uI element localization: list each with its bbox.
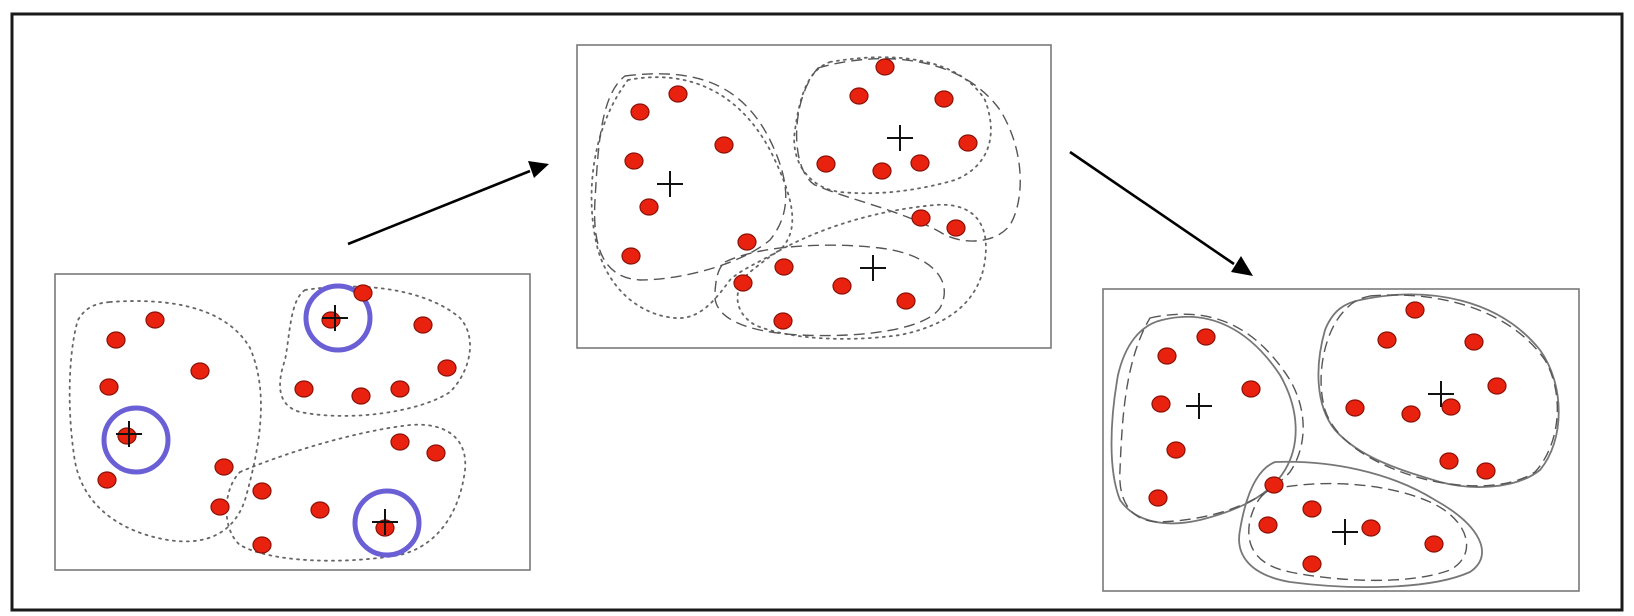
panel3-data-point-21 [1302,555,1322,573]
panel3-data-point-20 [1424,535,1444,553]
panel2-data-point-17 [733,274,753,292]
cluster-boundary-3a-solid [1110,315,1297,525]
panel3-data-point-12 [1401,405,1421,423]
panel1-centroid-plus-icon-1 [116,421,142,447]
cluster-boundary-2b-dotted [793,56,992,195]
panel3-data-point-19 [1361,519,1381,537]
panel2-centroid-plus-icon-3 [860,255,886,281]
panel1-centroid-plus-icon-2 [322,305,348,331]
panel3-data-point-18 [1258,516,1278,534]
panel2-data-point-10 [934,90,954,108]
panel1-centroid-plus-icon-3 [372,509,398,535]
panel3-data-point-16 [1264,476,1284,494]
cluster-boundary-3b-dashed [1320,294,1559,487]
panel2-data-point-14 [910,154,930,172]
cluster-boundary-1b [279,285,471,417]
seed-ring-2 [303,283,373,353]
panel3-data-point-5 [1166,441,1186,459]
panel2-data-point-7 [737,233,757,251]
panel2-data-point-21 [773,312,793,330]
panel3-data-point-2 [1157,347,1177,365]
cluster-boundary-2b-dashed [795,57,1021,242]
panel2-data-point-1 [668,85,688,103]
panel1-data-point-19 [310,501,330,519]
panel1-data-point-5 [117,427,137,445]
panel1-data-point-21 [252,536,272,554]
panel1-data-point-2 [106,331,126,349]
panel1-data-point-17 [426,444,446,462]
panel3-data-point-15 [1476,462,1496,480]
panel1-data-point-4 [99,378,119,396]
panel-3-border [1102,288,1580,592]
panel1-data-point-1 [145,311,165,329]
panel3-data-point-8 [1377,331,1397,349]
panel3-data-point-13 [1441,398,1461,416]
panel1-data-point-8 [210,498,230,516]
panel2-data-point-2 [630,103,650,121]
seed-ring-3 [352,488,422,558]
cluster-boundary-3c-dashed [1248,482,1468,582]
panel3-data-point-3 [1241,380,1261,398]
panel3-data-point-1 [1196,328,1216,346]
panel2-data-point-19 [832,277,852,295]
panel1-data-point-16 [390,433,410,451]
panel2-data-point-5 [639,198,659,216]
panel1-data-point-14 [351,387,371,405]
panel3-data-point-9 [1464,333,1484,351]
panel-2-border [576,44,1052,349]
panel2-data-point-16 [946,219,966,237]
arrow-right-down-icon [1069,150,1253,276]
cluster-boundary-3c-solid [1238,460,1483,588]
panel3-centroid-plus-icon-3 [1332,519,1358,545]
panel-converged [1102,288,1580,592]
panel2-data-point-20 [896,292,916,310]
panel3-data-point-14 [1439,452,1459,470]
panel2-data-point-11 [958,134,978,152]
panel2-data-point-9 [849,87,869,105]
panel1-data-point-15 [390,380,410,398]
panel1-data-point-10 [321,311,341,329]
panel2-data-point-3 [714,136,734,154]
panel3-data-point-4 [1151,395,1171,413]
panel1-data-point-6 [97,471,117,489]
panel3-centroid-plus-icon-2 [1428,381,1454,407]
cluster-boundary-3a-dashed [1119,313,1304,523]
panel1-data-point-3 [190,362,210,380]
panel2-centroid-plus-icon-2 [887,125,913,151]
cluster-boundary-3b-solid [1317,293,1560,488]
panel1-data-point-13 [294,380,314,398]
panel3-data-point-6 [1148,489,1168,507]
panel-iteration [576,44,1052,349]
panel3-data-point-11 [1345,399,1365,417]
panel1-data-point-12 [437,359,457,377]
panel3-data-point-17 [1302,500,1322,518]
cluster-boundary-2a-dotted [590,76,794,319]
panel2-data-point-13 [872,162,892,180]
panel1-data-point-11 [413,316,433,334]
panel1-data-point-7 [214,458,234,476]
panel2-data-point-8 [875,58,895,76]
cluster-boundary-2c-dashed [714,244,946,337]
panel2-data-point-18 [774,258,794,276]
panel2-data-point-6 [621,247,641,265]
panel-initial-seeds [54,273,531,571]
arrow-right-up-icon [347,161,549,246]
seed-ring-1 [101,405,171,475]
panel3-data-point-10 [1487,377,1507,395]
panel-1-border [54,273,531,571]
panel1-data-point-9 [353,284,373,302]
panel2-data-point-12 [816,155,836,173]
panel3-centroid-plus-icon-1 [1186,393,1212,419]
panel2-data-point-4 [624,152,644,170]
panel1-data-point-18 [252,482,272,500]
panel3-data-point-7 [1405,301,1425,319]
cluster-boundary-2a-dashed [593,73,787,281]
panel2-centroid-plus-icon-1 [657,171,683,197]
panel2-data-point-15 [911,209,931,227]
